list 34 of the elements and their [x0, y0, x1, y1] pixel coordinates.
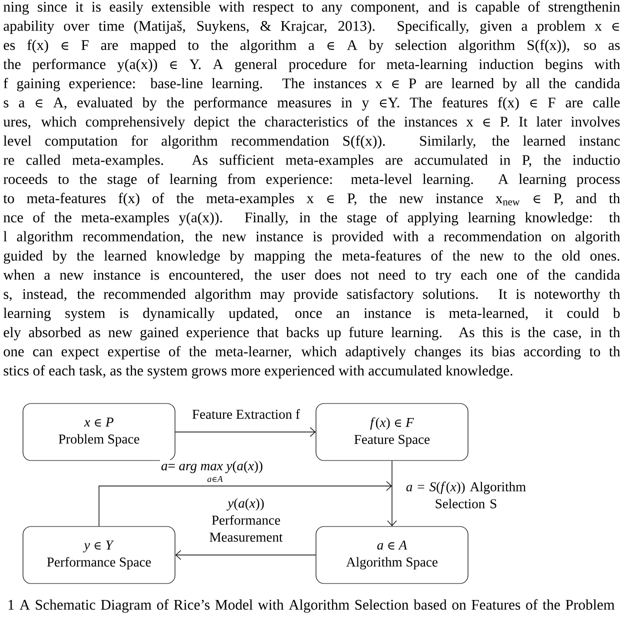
body-text-line: l algorithm recommendation, the new instance is provided with a recommendation on algorith: [4, 231, 620, 244]
subscript-label: a∈A: [207, 476, 223, 482]
body-text-line: to meta-features f(x) of the meta-examples x ∈ P, the new instance x$_{new}$ ∈ P, and th: [3, 192, 620, 206]
arrow: [387, 460, 397, 526]
body-text-line: ely absorbed as new gained experience that backs up future learning. As this is the case, in th: [4, 326, 620, 340]
body-text-line: nce of the meta-examples y(a(x)). Finally, in the stage of applying learning knowledge: th: [4, 212, 620, 226]
body-text-line: ning since it is easily extensible with respect to any component, and is capable of strengthenin: [4, 1, 620, 15]
space-box: y ∈ Y Performance Space: [22, 526, 176, 584]
body-text-line: when a new instance is encountered, the user does not need to try each one of the candida: [3, 269, 620, 283]
arrow: [174, 427, 316, 437]
edge-label: a = S(f(x)) Algorithm Selection S: [395, 480, 537, 510]
body-text-line: f gaining experience: base-line learning. The instances x ∈ P are learned by all the candida: [4, 78, 620, 92]
body-text-line: s, instead, the recommended algorithm may provide satisfactory solutions. It is noteworthy th: [4, 288, 620, 302]
body-text-line: one can expect expertise of the meta-learner, which adaptively changes its bias according to th: [4, 346, 620, 360]
body-text-line: ures, which comprehensively depict the characteristics of the instances x ∈ P. It later involves: [3, 116, 620, 130]
edge-label: Feature Extraction f: [191, 408, 301, 420]
body-text-line: level computation for algorithm recommendation S(f(x)). Similarly, the learned instanc: [4, 135, 620, 149]
body-text-line: es f(x) ∈ F are mapped to the algorithm a ∈ A by selection algorithm S(f(x)), so as: [4, 40, 620, 54]
body-text-line: stics of each task, as the system grows more experienced with accumulated knowledge.: [4, 365, 512, 379]
body-text-line: re called meta-examples. As sufficient meta-examples are accumulated in P, the inductio: [4, 154, 620, 168]
edge-label: a= arg max y(a(x)): [160, 460, 264, 474]
space-box: x ∈ P Problem Space: [22, 403, 176, 461]
space-box: f(x) ∈ F Feature Space: [316, 403, 468, 461]
space-box: a ∈ A Algorithm Space: [316, 526, 468, 584]
body-text-line: apability over time (Matijaš, Suykens, & Krajcar, 2013). Specifically, given a problem x ∈: [4, 20, 619, 34]
body-text-line: s a ∈ A, evaluated by the performance measures in y ∈Y. The features f(x) ∈ F are calle: [4, 97, 620, 110]
arrow: [98, 481, 392, 527]
body-text-line: the performance y(a(x)) ∈ Y. A general procedure for meta-learning induction begins with: [3, 58, 620, 72]
body-text-line: guided by the learned knowledge by mapping the meta-features of the new to the old ones.: [4, 250, 620, 264]
body-text-line: roceeds to the stage of learning from experience: meta-level learning. A learning process: [4, 174, 620, 188]
arrow: [175, 550, 316, 560]
figure-caption: 1 A Schematic Diagram of Rice’s Model with Algorithm Selection based on Features of the Problem: [8, 599, 615, 613]
edge-label: y(a(x)) Performance Measurement: [198, 497, 294, 543]
body-text-line: learning system is dynamically updated, once an instance is meta-learned, it could b: [4, 308, 620, 322]
